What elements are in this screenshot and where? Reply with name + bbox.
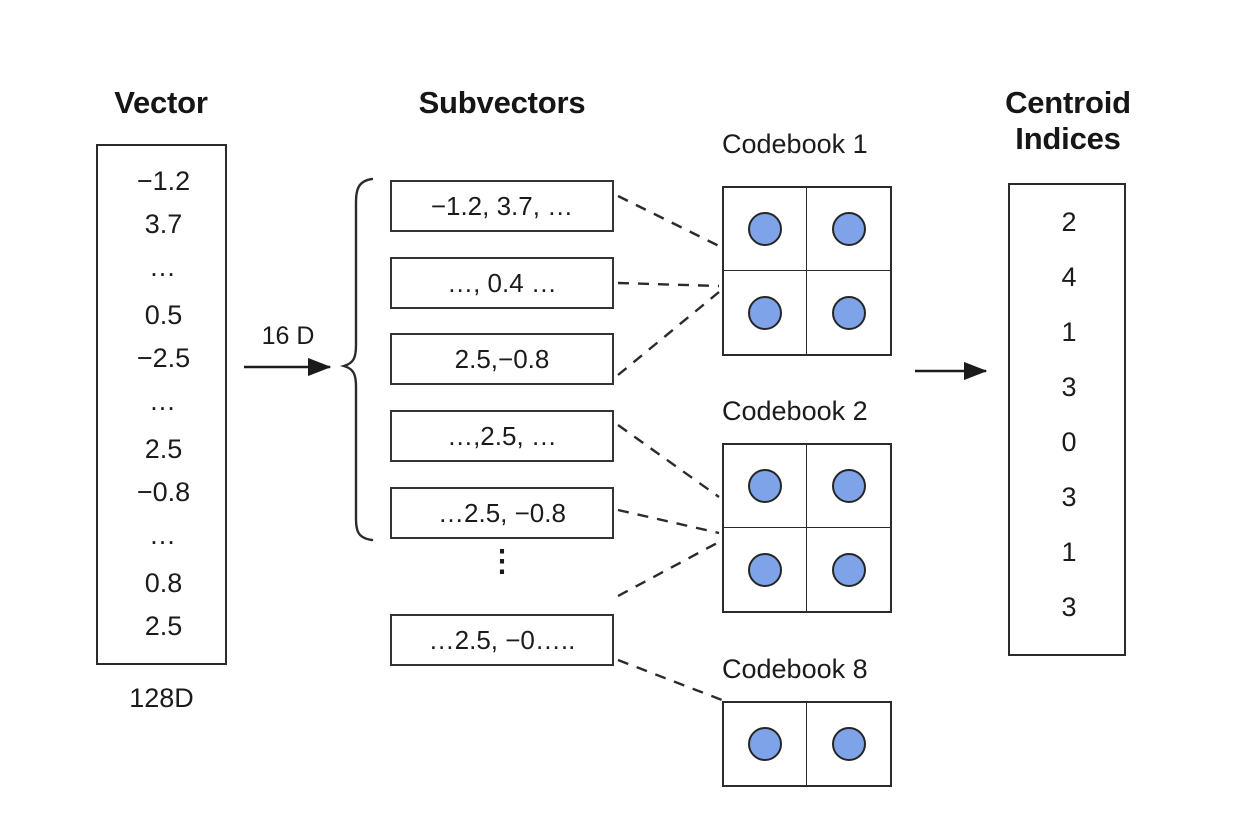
vector-value: 2.5 (144, 434, 183, 464)
codebook-2-title: Codebook 2 (722, 396, 868, 426)
vector-ellipsis: … (149, 252, 178, 282)
centroid-indices-heading-line2: Indices (1015, 121, 1121, 156)
codebook-cell[interactable] (724, 703, 807, 785)
vector-value: 0.5 (144, 300, 183, 330)
centroid-dot-icon (748, 727, 782, 761)
subvectors-brace-icon (339, 177, 374, 542)
centroid-dot-icon (748, 469, 782, 503)
centroid-dot-icon (831, 295, 866, 330)
vector-value: 2.5 (144, 611, 183, 641)
centroid-indices-box: 2 4 1 3 0 3 1 3 (1008, 183, 1126, 656)
codebook-8-title: Codebook 8 (722, 654, 868, 684)
centroid-indices-heading-line1: Centroid (1005, 85, 1131, 120)
centroid-dot-icon (748, 295, 782, 330)
centroid-index-value: 3 (1061, 482, 1077, 512)
centroid-dot-icon (831, 469, 866, 503)
centroid-index-value: 4 (1061, 262, 1077, 292)
subvector-box[interactable]: …, 0.4 … (390, 257, 614, 309)
subvector-to-codebook-connectors (617, 194, 723, 702)
vector-heading: Vector (114, 85, 208, 120)
subvector-box[interactable]: …2.5, −0.8 (390, 487, 614, 539)
vector-ellipsis: … (149, 520, 178, 550)
centroid-dot-icon (831, 212, 866, 246)
centroid-index-value: 2 (1061, 207, 1077, 237)
centroid-index-value: 3 (1061, 592, 1077, 622)
centroid-index-value: 1 (1061, 537, 1077, 567)
codebook-8-grid[interactable] (722, 701, 892, 787)
codebook-cell[interactable] (807, 445, 890, 528)
subvectors-heading: Subvectors (418, 85, 586, 120)
centroid-index-value: 3 (1061, 372, 1077, 402)
vector-value: 0.8 (144, 568, 183, 598)
codebook-1-grid[interactable] (722, 186, 892, 356)
vector-dimension-caption: 128D (129, 683, 194, 713)
codebook-cell[interactable] (724, 271, 807, 354)
vector-box: −1.2 3.7 … 0.5 −2.5 … 2.5 −0.8 … 0.8 2.5 (96, 144, 227, 665)
subvector-box[interactable]: …,2.5, … (390, 410, 614, 462)
vector-value: 3.7 (144, 209, 183, 239)
codebook-cell[interactable] (724, 445, 807, 528)
subvector-box[interactable]: 2.5,−0.8 (390, 333, 614, 385)
codebook-cell[interactable] (724, 188, 807, 271)
subvector-box[interactable]: …2.5, −0….. (390, 614, 614, 666)
vector-ellipsis: … (149, 386, 178, 416)
vector-value: −2.5 (136, 343, 191, 373)
vector-value: −1.2 (136, 166, 191, 196)
centroid-dot-icon (748, 212, 782, 246)
centroid-dot-icon (748, 552, 782, 587)
codebook-2-grid[interactable] (722, 443, 892, 613)
codebook-cell[interactable] (724, 528, 807, 611)
centroid-index-value: 0 (1061, 427, 1077, 457)
centroid-dot-icon (831, 727, 866, 761)
codebook-cell[interactable] (807, 703, 890, 785)
subvectors-vertical-ellipsis: ⋮ (487, 545, 517, 578)
centroid-dot-icon (831, 552, 866, 587)
subvector-box[interactable]: −1.2, 3.7, … (390, 180, 614, 232)
codebook-cell[interactable] (807, 188, 890, 271)
split-dimension-label: 16 D (261, 322, 315, 350)
codebook-cell[interactable] (807, 528, 890, 611)
codebook-cell[interactable] (807, 271, 890, 354)
vector-value: −0.8 (136, 477, 191, 507)
codebook-1-title: Codebook 1 (722, 129, 868, 159)
centroid-index-value: 1 (1061, 317, 1077, 347)
